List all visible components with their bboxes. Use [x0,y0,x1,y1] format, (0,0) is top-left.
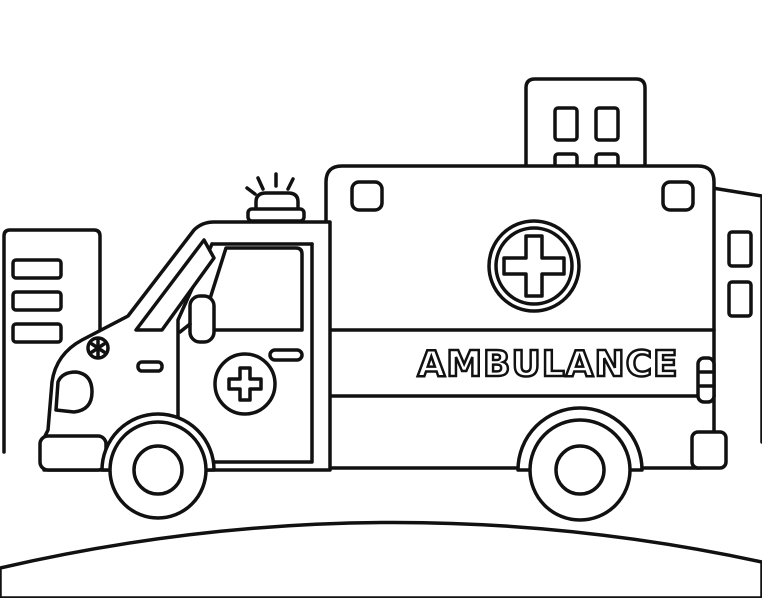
building-window [11,322,63,344]
building-window [11,290,63,312]
siren-light [245,172,306,223]
building-back-center [524,77,647,170]
side-indicator [136,360,164,373]
building-window [727,230,753,268]
medical-cross-icon [487,219,581,313]
front-bumper [38,434,108,472]
ambulance-cab [42,220,332,472]
tail-light [696,356,716,404]
headlight [54,370,94,414]
rear-wheel [516,406,644,522]
door-handle [268,348,304,362]
windshield [134,238,216,332]
building-window [594,106,620,142]
rear-bumper [690,430,728,470]
ambulance-rear-box [324,164,716,470]
building-window [727,280,753,318]
building-window [553,106,579,142]
front-wheel [100,412,216,520]
hill [0,520,762,598]
side-mirror [188,294,216,344]
marker-light [350,180,384,212]
ambulance-side-label: AMBULANCE [417,344,678,385]
marker-light [661,180,695,212]
door-cross-icon [213,352,277,416]
building-window [11,258,63,280]
